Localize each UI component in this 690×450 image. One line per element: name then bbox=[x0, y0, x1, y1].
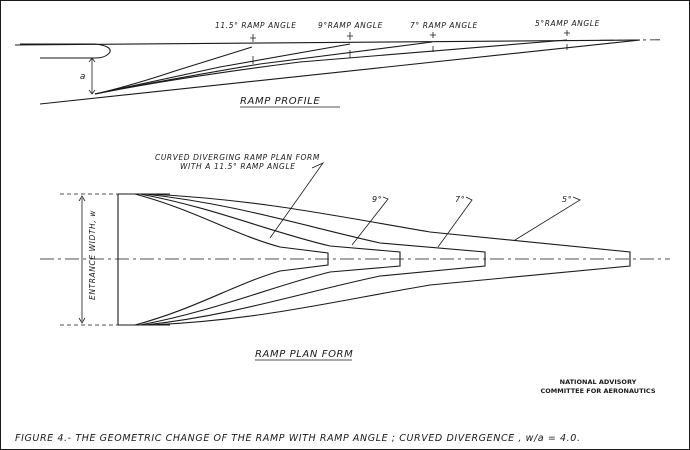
figure-caption: FIGURE 4.- THE GEOMETRIC CHANGE OF THE R… bbox=[15, 433, 581, 444]
callout-leader bbox=[269, 162, 325, 239]
ramp-line-11-5 bbox=[94, 46, 253, 95]
ramp-plan-form-view: ENTRANCE WIDTH, w CURVED DIVERGING RAMP … bbox=[40, 153, 670, 361]
profile-wall-line bbox=[14, 39, 641, 46]
plan-curve-5 bbox=[149, 193, 631, 326]
tick-5 bbox=[564, 30, 570, 36]
entrance-lip bbox=[20, 43, 111, 59]
profile-wall-extension bbox=[599, 39, 661, 41]
plan-curve-9 bbox=[139, 193, 401, 326]
label-11-5-ramp-angle: 11.5° RAMP ANGLE bbox=[215, 21, 297, 30]
credit-line-2: COMMITTEE FOR AERONAUTICS bbox=[540, 387, 655, 395]
dimension-a-arrows bbox=[88, 57, 96, 95]
plan-curve-11-5 bbox=[134, 193, 329, 326]
ramp-profile-view: a 11.5° RAMP ANGLE 9°RAMP ANGLE 7° RAMP … bbox=[14, 19, 661, 108]
ramp-profile-title: RAMP PROFILE bbox=[240, 96, 320, 107]
leader-9 bbox=[351, 196, 389, 246]
callout-line-1: CURVED DIVERGING RAMP PLAN FORM bbox=[155, 153, 320, 162]
profile-floor-line bbox=[39, 39, 641, 105]
tick-7 bbox=[430, 32, 436, 38]
plan-label-7: 7° bbox=[455, 195, 465, 204]
ramp-line-5 bbox=[94, 39, 568, 95]
plan-curve-7 bbox=[144, 193, 486, 326]
credit-line-1: NATIONAL ADVISORY bbox=[560, 378, 637, 386]
leader-7 bbox=[437, 196, 473, 248]
plan-label-5: 5° bbox=[562, 195, 572, 204]
dimension-a-label: a bbox=[80, 72, 86, 82]
plan-label-9: 9° bbox=[372, 195, 382, 204]
width-dimension-arrows bbox=[78, 195, 86, 324]
label-5-ramp-angle: 5°RAMP ANGLE bbox=[535, 19, 600, 28]
tick-9 bbox=[347, 32, 353, 40]
callout-line-2: WITH A 11.5° RAMP ANGLE bbox=[180, 162, 296, 171]
tick-11-5 bbox=[250, 34, 256, 42]
label-7-ramp-angle: 7° RAMP ANGLE bbox=[410, 21, 478, 30]
label-9-ramp-angle: 9°RAMP ANGLE bbox=[318, 21, 383, 30]
leader-5 bbox=[514, 196, 581, 241]
entrance-width-label: ENTRANCE WIDTH, w bbox=[88, 210, 97, 300]
ramp-plan-form-title: RAMP PLAN FORM bbox=[255, 349, 353, 360]
